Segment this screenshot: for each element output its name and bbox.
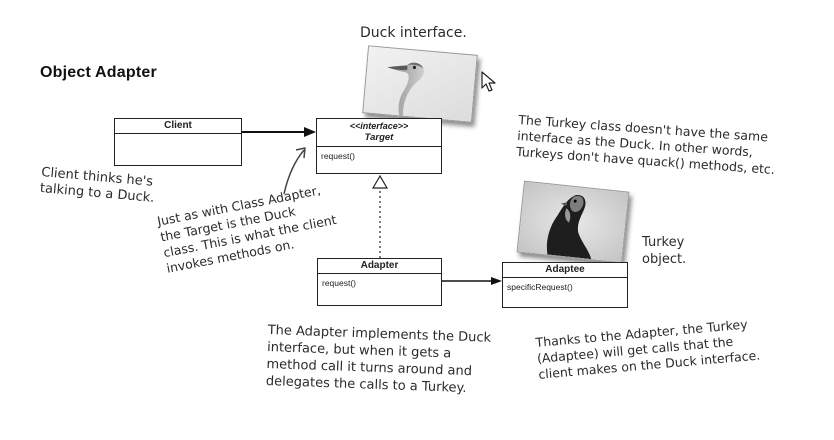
- turkey-object-line-2: object.: [642, 252, 687, 267]
- adapter-method: request(): [322, 278, 357, 288]
- duck-icon: [363, 46, 477, 122]
- client-class-name: Client: [115, 119, 241, 134]
- note-pointer-arrow: [283, 149, 305, 195]
- adapter-class-name: Adapter: [318, 259, 441, 274]
- target-class-name: Target: [317, 132, 441, 147]
- adapter-class: Adapter request(): [317, 258, 442, 306]
- duck-interface-label: Duck interface.: [360, 25, 467, 41]
- turkey-icon: [517, 181, 629, 263]
- diagram-title: Object Adapter: [40, 64, 157, 81]
- turkey-object-label: Turkey object.: [642, 234, 686, 268]
- turkey-object-line-1: Turkey: [642, 235, 685, 250]
- duck-photo: [362, 45, 478, 123]
- adapter-adaptee-arrowhead: [491, 277, 502, 285]
- client-class: Client: [114, 118, 242, 166]
- adaptee-class-name: Adaptee: [503, 263, 627, 278]
- adapter-note: The Adapter implements the Duck interfac…: [266, 322, 492, 398]
- turkey-photo: [516, 180, 630, 264]
- note-pointer-arrowhead: [295, 147, 306, 159]
- realization-triangle: [371, 174, 389, 189]
- mouse-cursor-icon: [481, 71, 496, 92]
- adaptee-class: Adaptee specificRequest(): [502, 262, 628, 308]
- target-stereotype: <<interface>>: [349, 121, 409, 131]
- target-interface: <<interface>> Target request(): [316, 118, 442, 174]
- client-target-arrowhead: [304, 127, 316, 137]
- adaptee-method: specificRequest(): [507, 282, 573, 292]
- target-method: request(): [321, 151, 356, 161]
